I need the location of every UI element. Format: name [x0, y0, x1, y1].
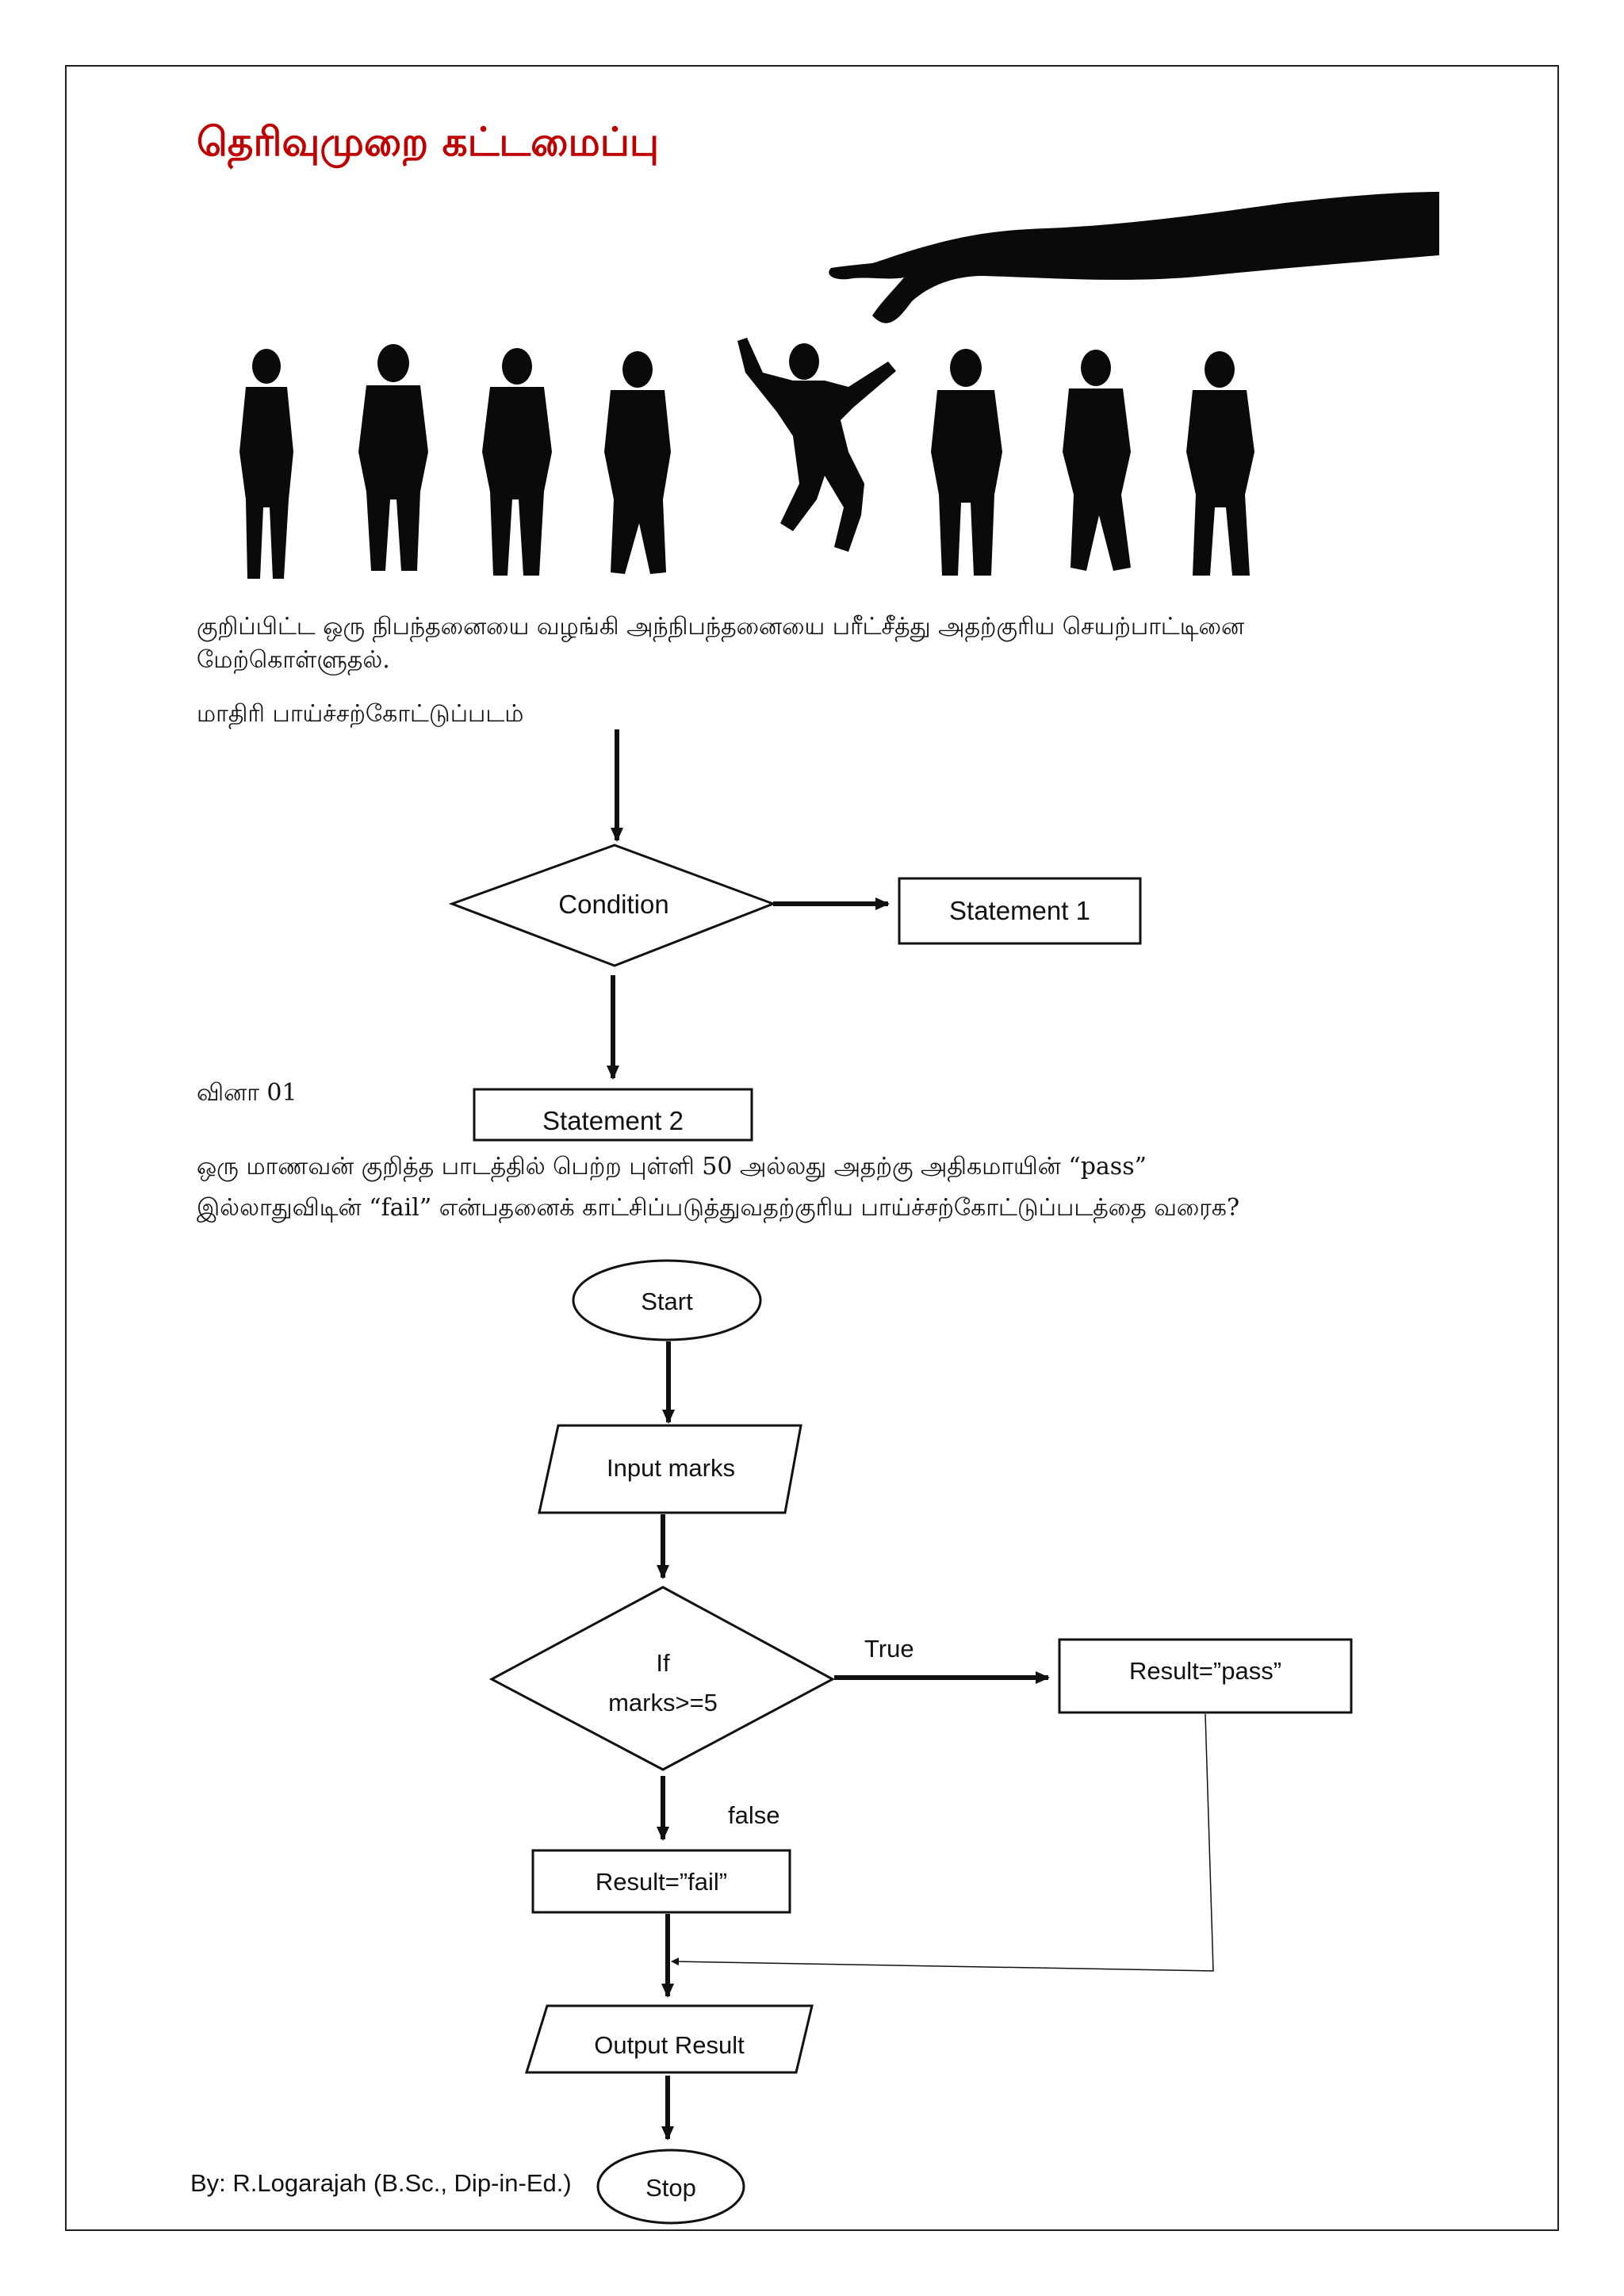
model-statement1-box [898, 877, 1142, 945]
fail-label: Result=”fail” [596, 1868, 727, 1896]
start-terminal [572, 1259, 762, 1341]
stop-terminal [596, 2149, 745, 2225]
silhouette-illustration [239, 192, 1439, 579]
page-border [65, 65, 1559, 2231]
model-flowchart-label: மாதிரி பாய்ச்சற்கோட்டுப்படம் [197, 700, 524, 728]
output-label: Output Result [594, 2031, 745, 2059]
input-label: Input marks [607, 1454, 735, 1482]
intro-line-1: குறிப்பிட்ட ஒரு நிபந்தனையை வழங்கி அந்நிப… [197, 613, 1245, 641]
decision-diamond [488, 1586, 836, 1771]
model-statement2-label: Statement 2 [542, 1106, 684, 1135]
pass-merge-connector [671, 1713, 1214, 1972]
decision-line-2: marks>=5 [608, 1689, 718, 1716]
false-branch-label: false [728, 1801, 779, 1829]
model-condition-diamond [448, 844, 777, 967]
stop-label: Stop [645, 2174, 696, 2202]
author-footer: By: R.Logarajah (B.Sc., Dip-in-Ed.) [190, 2169, 572, 2197]
question-label: வினா 01 [197, 1079, 297, 1107]
intro-line-2: மேற்கொள்ளுதல். [197, 646, 390, 674]
question-line-1: ஒரு மாணவன் குறித்த பாடத்தில் பெற்ற புள்ள… [197, 1153, 1147, 1181]
pass-label: Result=”pass” [1129, 1657, 1281, 1685]
decision-line-1: If [656, 1649, 670, 1677]
model-statement2-box [473, 1088, 753, 1142]
output-parallelogram [524, 2004, 814, 2074]
start-label: Start [641, 1288, 693, 1315]
model-condition-label: Condition [558, 890, 668, 919]
model-statement1-label: Statement 1 [949, 896, 1090, 925]
pass-box [1058, 1638, 1353, 1714]
true-branch-label: True [864, 1635, 914, 1663]
page-title: தெரிவுமுறை கட்டமைப்பு [197, 119, 660, 165]
fail-box [531, 1849, 791, 1914]
input-parallelogram [538, 1424, 802, 1514]
question-line-2: இல்லாதுவிடின் “fail” என்பதனைக் காட்சிப்ப… [197, 1194, 1240, 1222]
